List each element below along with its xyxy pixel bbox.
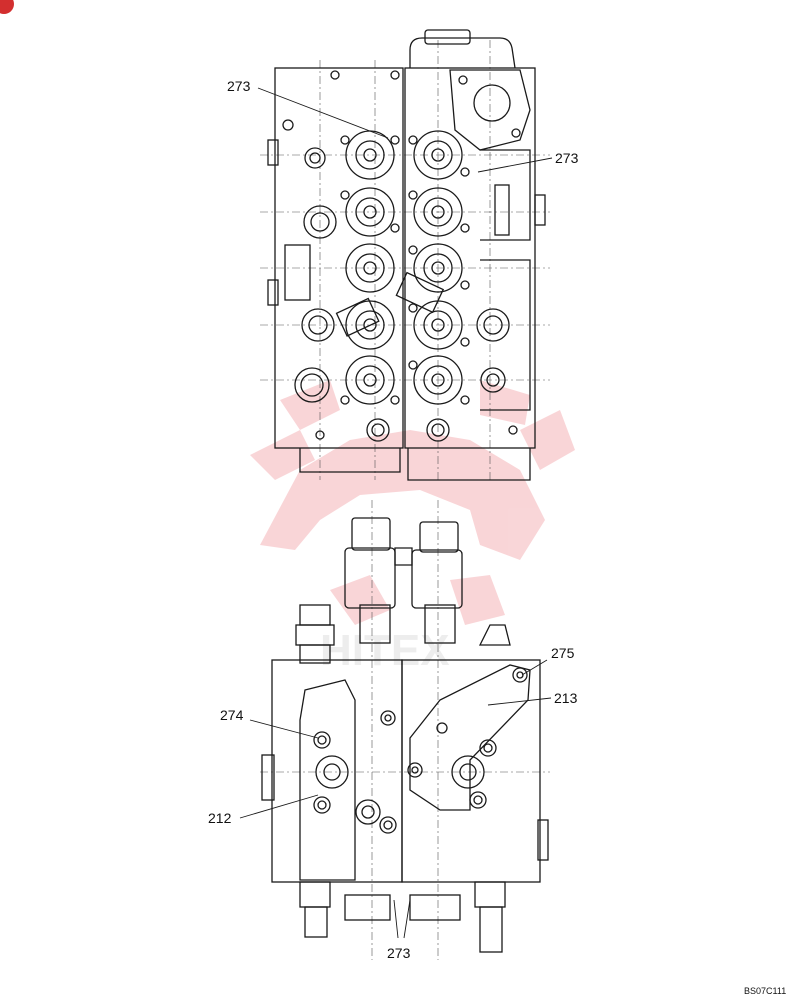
watermark-logo: HITEX: [250, 380, 575, 675]
corner-badge-text: 5: [0, 0, 2, 2]
drawing-code: BS07C111: [744, 986, 787, 996]
callout-273-top-right: 273: [555, 150, 579, 166]
callout-274: 274: [220, 707, 244, 723]
callout-212: 212: [208, 810, 232, 826]
callout-273-bottom: 273: [387, 945, 411, 961]
port-group-right: [395, 130, 518, 442]
port-group-left: [282, 70, 400, 442]
page-corner-badge: 5: [0, 0, 14, 14]
callout-273-top-left: 273: [227, 78, 251, 94]
watermark-text: HITEX: [320, 626, 450, 675]
top-view: [260, 29, 550, 481]
leader-lines: [239, 87, 553, 939]
callout-275: 275: [551, 645, 575, 661]
callout-213: 213: [554, 690, 578, 706]
bottom-view: [260, 500, 550, 960]
